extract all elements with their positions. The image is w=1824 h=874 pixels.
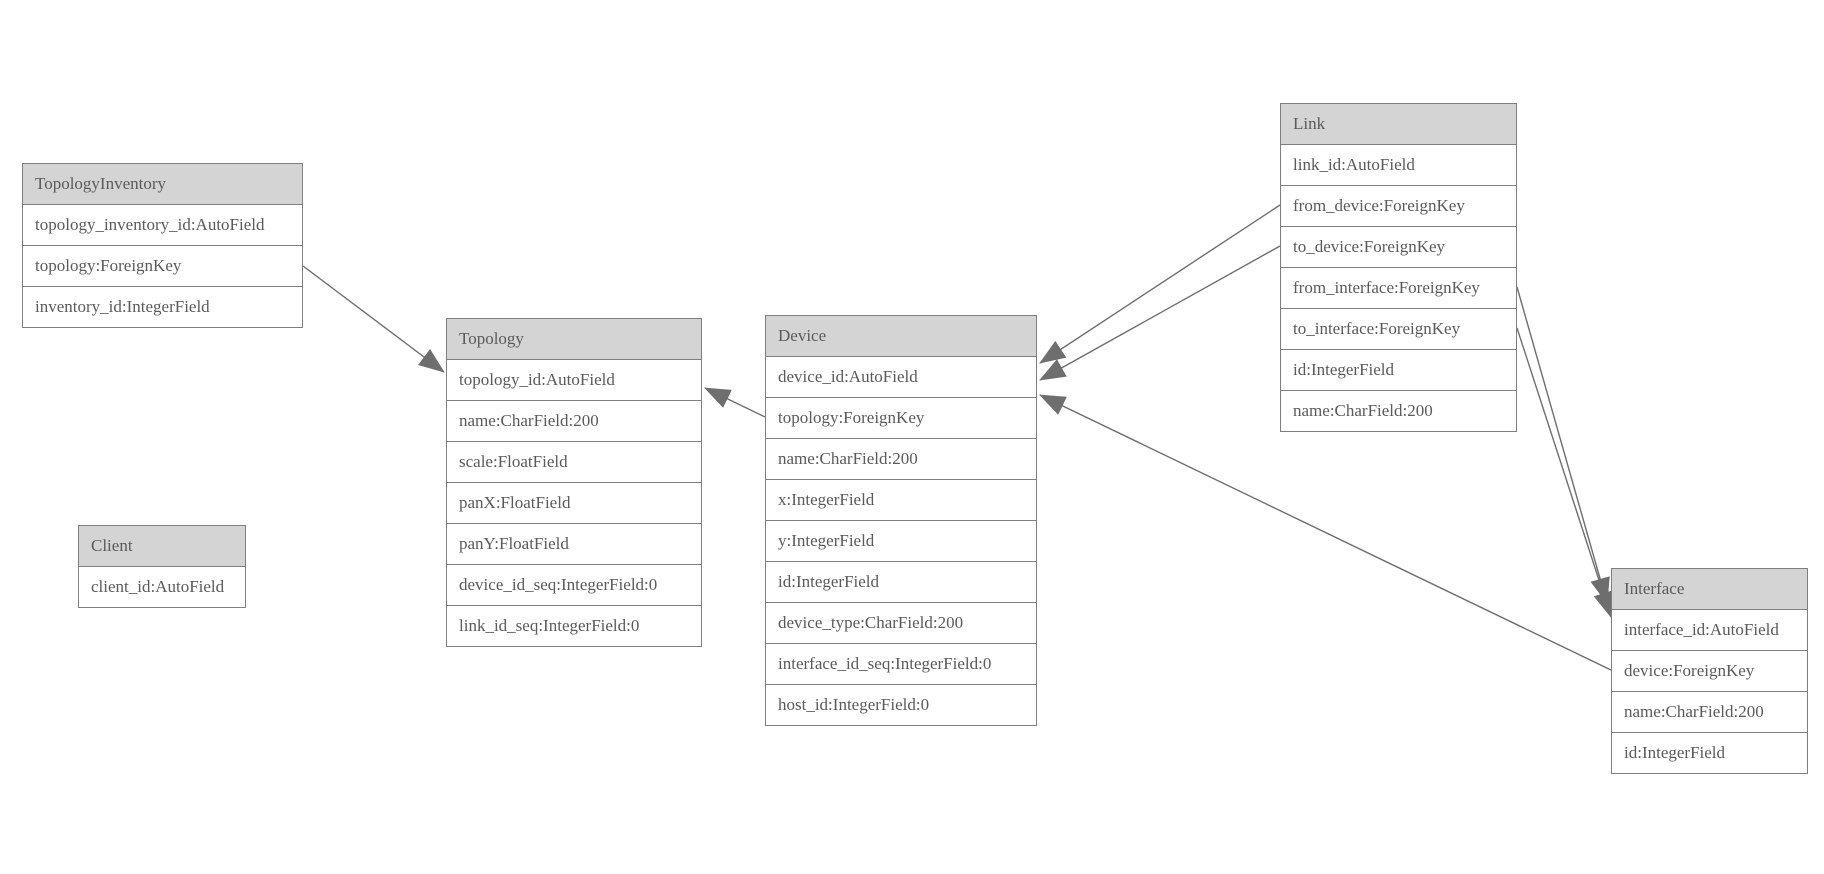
field-row-interface-id: interface_id:AutoField xyxy=(1612,610,1807,651)
field-row-device-name: name:CharField:200 xyxy=(766,439,1036,480)
field-row-topology-fk: topology:ForeignKey xyxy=(23,246,302,287)
field-row-interface-id-int: id:IntegerField xyxy=(1612,733,1807,773)
field-row-to-device: to_device:ForeignKey xyxy=(1281,227,1516,268)
entity-device: Device device_id:AutoField topology:Fore… xyxy=(765,315,1037,726)
entity-topology: Topology topology_id:AutoField name:Char… xyxy=(446,318,702,647)
field-row-device-x: x:IntegerField xyxy=(766,480,1036,521)
field-row-device-id-int: id:IntegerField xyxy=(766,562,1036,603)
field-row-device-id-seq: device_id_seq:IntegerField:0 xyxy=(447,565,701,606)
field-row-pany: panY:FloatField xyxy=(447,524,701,565)
relation-line-link-frominterface-interface xyxy=(1516,286,1610,604)
relation-line-link-fromdevice-device xyxy=(1039,204,1281,364)
entity-header-link: Link xyxy=(1281,104,1516,145)
entity-client: Client client_id:AutoField xyxy=(78,525,246,608)
entity-interface: Interface interface_id:AutoField device:… xyxy=(1611,568,1808,774)
field-row-link-name: name:CharField:200 xyxy=(1281,391,1516,431)
field-row-panx: panX:FloatField xyxy=(447,483,701,524)
field-row-host-id: host_id:IntegerField:0 xyxy=(766,685,1036,725)
field-row-topology-inventory-id: topology_inventory_id:AutoField xyxy=(23,205,302,246)
field-row-interface-device-fk: device:ForeignKey xyxy=(1612,651,1807,692)
relation-line-link-tointerface-interface xyxy=(1516,327,1613,618)
relation-line-topologyinventory-topology xyxy=(302,265,445,373)
field-row-name: name:CharField:200 xyxy=(447,401,701,442)
field-row-device-topology-fk: topology:ForeignKey xyxy=(766,398,1036,439)
entity-header-interface: Interface xyxy=(1612,569,1807,610)
field-row-interface-id-seq: interface_id_seq:IntegerField:0 xyxy=(766,644,1036,685)
field-row-device-type: device_type:CharField:200 xyxy=(766,603,1036,644)
field-row-link-id-int: id:IntegerField xyxy=(1281,350,1516,391)
field-row-from-interface: from_interface:ForeignKey xyxy=(1281,268,1516,309)
entity-link: Link link_id:AutoField from_device:Forei… xyxy=(1280,103,1517,432)
relation-line-interface-device xyxy=(1039,394,1612,671)
relation-line-link-todevice-device xyxy=(1039,245,1281,381)
field-row-interface-name: name:CharField:200 xyxy=(1612,692,1807,733)
relation-line-device-topology xyxy=(704,387,766,418)
entity-header-topology-inventory: TopologyInventory xyxy=(23,164,302,205)
field-row-inventory-id: inventory_id:IntegerField xyxy=(23,287,302,327)
field-row-from-device: from_device:ForeignKey xyxy=(1281,186,1516,227)
field-row-link-id: link_id:AutoField xyxy=(1281,145,1516,186)
entity-header-client: Client xyxy=(79,526,245,567)
field-row-link-id-seq: link_id_seq:IntegerField:0 xyxy=(447,606,701,646)
field-row-to-interface: to_interface:ForeignKey xyxy=(1281,309,1516,350)
field-row-client-id: client_id:AutoField xyxy=(79,567,245,607)
field-row-device-y: y:IntegerField xyxy=(766,521,1036,562)
entity-header-device: Device xyxy=(766,316,1036,357)
entity-topology-inventory: TopologyInventory topology_inventory_id:… xyxy=(22,163,303,328)
field-row-scale: scale:FloatField xyxy=(447,442,701,483)
field-row-topology-id: topology_id:AutoField xyxy=(447,360,701,401)
entity-header-topology: Topology xyxy=(447,319,701,360)
field-row-device-id: device_id:AutoField xyxy=(766,357,1036,398)
